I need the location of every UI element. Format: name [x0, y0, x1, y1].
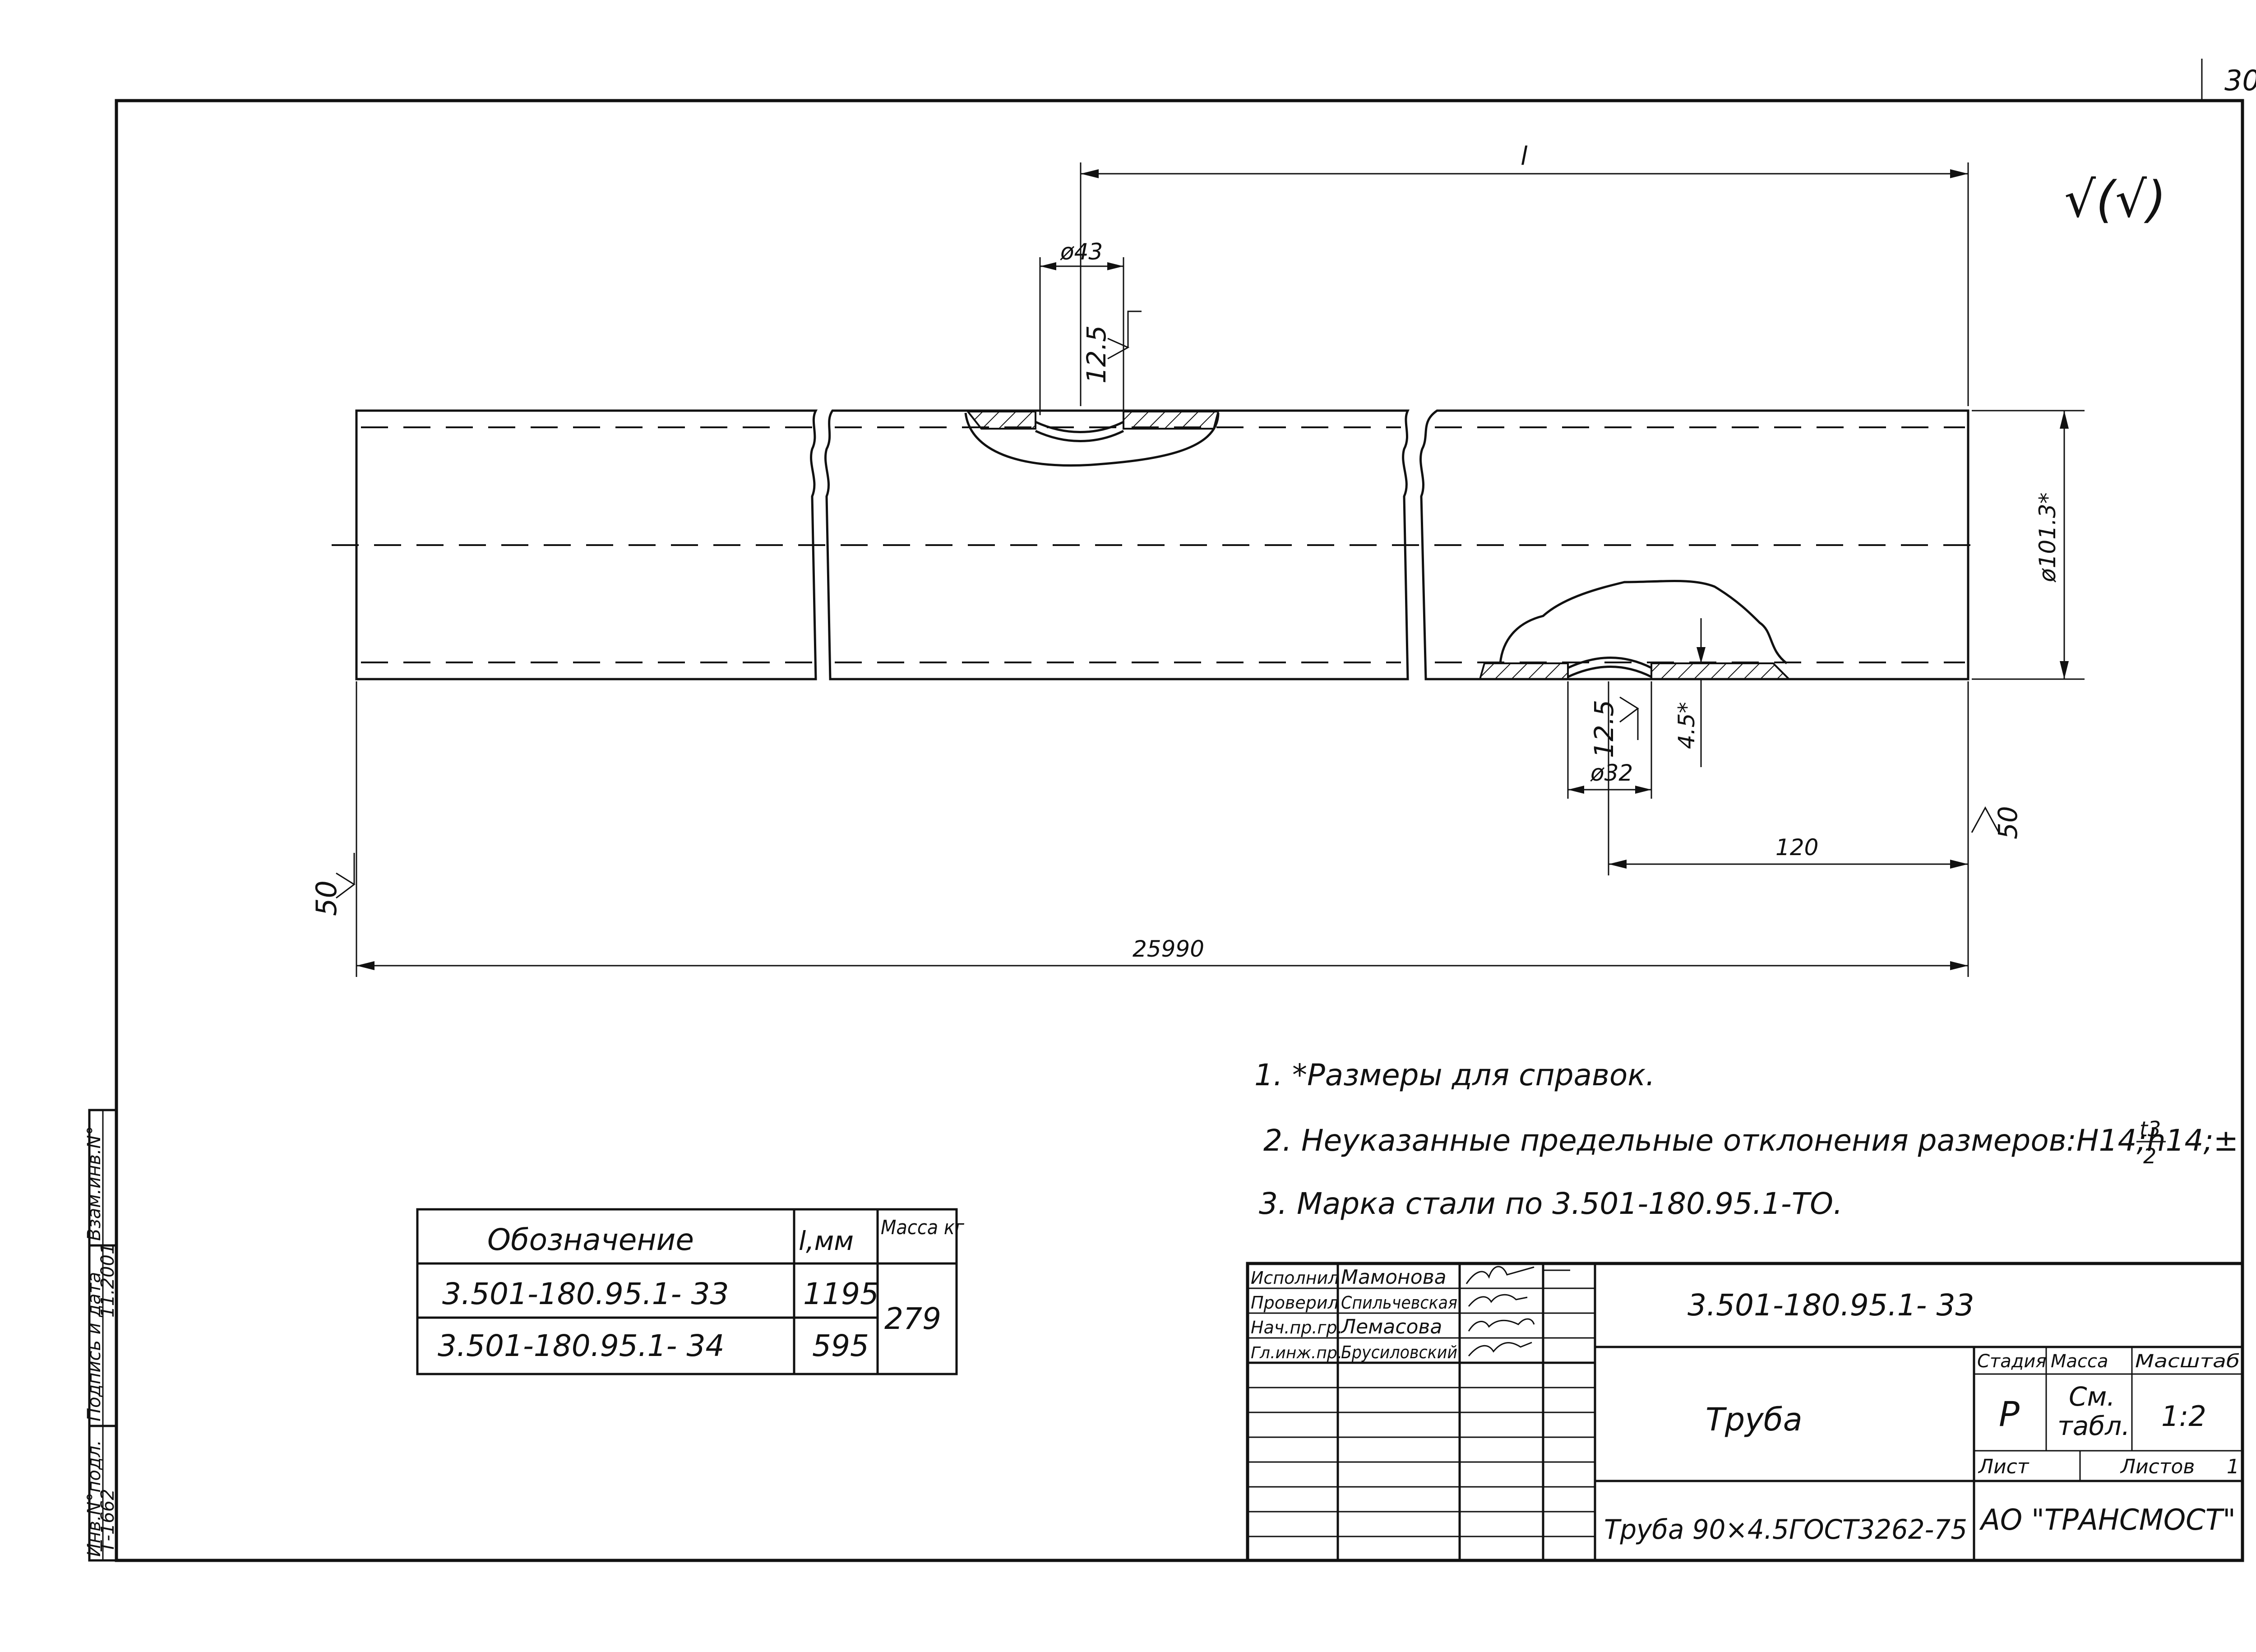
- bottom-hole-edge-lower: [1567, 666, 1652, 678]
- side-stamp-inv-number: Т-1662: [97, 1489, 118, 1552]
- pipe-segment-left: [355, 409, 818, 680]
- pipe-segment-right: [1419, 409, 1969, 680]
- side-stamp-label-sign: Подпись и дата: [84, 1272, 105, 1421]
- top-hole-edge-upper: [1035, 421, 1124, 433]
- tb-name-1: Мамонова: [1341, 1266, 1447, 1289]
- side-stamp-label-inv: Инв.N°подл.: [84, 1440, 105, 1557]
- drawing-frame: [115, 99, 2244, 1562]
- bottom-hole-hatch-left: [1479, 662, 1569, 680]
- note-2: 2. Неуказанные предельные отклонения раз…: [1263, 1123, 2238, 1158]
- title-block: Исполнил Проверил Нач.пр.гр. Гл.инж.пр. …: [1246, 1262, 2244, 1562]
- tb-scale-label: Масштаб: [2135, 1351, 2240, 1372]
- pipe-view: [332, 409, 1976, 680]
- bottom-hole-edge-upper: [1567, 657, 1652, 669]
- spec-header-length: l,мм: [799, 1226, 854, 1256]
- roughness-left-value: 50: [310, 880, 343, 916]
- tb-mass-value-1: См.: [2069, 1381, 2115, 1412]
- dimensions: l ø43 12.5 ø101.3* 4.5* 12.5 ø32: [310, 142, 2085, 977]
- roughness-left-symbol: [336, 853, 356, 899]
- tb-role-4: Гл.инж.пр.: [1251, 1344, 1342, 1362]
- roughness-right-value: 50: [1992, 806, 2023, 839]
- notes: 1. *Размеры для справок. 2. Неуказанные …: [1254, 1058, 2238, 1221]
- top-hole-breakout: [964, 412, 1220, 467]
- tb-material: Труба 90×4.5ГОСТ3262-75: [1604, 1514, 1967, 1546]
- tb-mass-label: Масса: [2051, 1351, 2108, 1372]
- pipe-segment-middle: [824, 409, 1410, 680]
- roughness-top-value: 12.5: [1081, 325, 1112, 384]
- tb-name-2: Спильчевская: [1341, 1293, 1457, 1313]
- tb-name-4: Брусиловский: [1341, 1342, 1457, 1362]
- roughness-right-symbol: [1971, 806, 2000, 833]
- spec-table: Обозначение l,мм Масса кг 3.501-180.95.1…: [416, 1208, 965, 1375]
- dim-d43-label: ø43: [1060, 239, 1103, 265]
- dim-l-label: l: [1521, 142, 1528, 171]
- tb-sheets-label: Листов: [2120, 1455, 2195, 1478]
- note-1: 1. *Размеры для справок.: [1254, 1058, 1655, 1092]
- tb-role-2: Проверил: [1251, 1293, 1339, 1313]
- spec-table-border: [416, 1208, 958, 1375]
- tb-role-1: Исполнил: [1251, 1268, 1339, 1288]
- spec-row-2-length: 595: [812, 1328, 869, 1363]
- spec-row-2-designation: 3.501-180.95.1- 34: [438, 1328, 724, 1363]
- sheet-number: 30: [2224, 64, 2256, 97]
- dim-depth-label: 4.5*: [1674, 702, 1700, 749]
- side-stamp-date: 11.2001: [97, 1243, 118, 1318]
- side-stamp-label-replace: Взам.инв.N°: [84, 1126, 105, 1241]
- dim-depth-arrow: [1697, 647, 1706, 663]
- tb-sheet-label: Лист: [1978, 1455, 2029, 1478]
- signature-2: [1468, 1294, 1528, 1307]
- top-hole-edge-lower: [1035, 430, 1124, 442]
- top-hole-hatch-right: [1123, 411, 1220, 430]
- top-hole-hatch-left: [966, 411, 1036, 430]
- general-roughness-mark: √(√): [2064, 171, 2166, 228]
- signature-1: [1465, 1266, 1570, 1284]
- spec-mass-value: 279: [884, 1301, 941, 1336]
- tb-organization: АО "ТРАНСМОСТ": [1979, 1504, 2236, 1537]
- signature-4: [1468, 1342, 1532, 1356]
- tb-role-3: Нач.пр.гр.: [1251, 1318, 1343, 1337]
- note-2-fraction-denominator: 2: [2143, 1144, 2156, 1168]
- tb-stage-value: Р: [1999, 1394, 2020, 1434]
- dim-total-label: 25990: [1133, 936, 1204, 962]
- note-3: 3. Марка стали по 3.501-180.95.1-ТО.: [1259, 1186, 1843, 1221]
- spec-header-designation: Обозначение: [487, 1222, 694, 1257]
- dim-od-label: ø101.3*: [2034, 492, 2061, 583]
- tb-name-3: Лемасова: [1340, 1315, 1442, 1338]
- roughness-bottom-value: 12.5: [1589, 700, 1619, 758]
- side-stamp: Инв.N°подл. Подпись и дата Взам.инв.N° Т…: [84, 1109, 118, 1562]
- roughness-top-symbol: [1107, 310, 1142, 360]
- tb-title: Труба: [1706, 1401, 1803, 1438]
- tb-scale-value: 1:2: [2161, 1400, 2206, 1433]
- note-2-fraction-numerator: t3: [2140, 1117, 2161, 1141]
- dim-120-label: 120: [1775, 834, 1818, 861]
- signature-3: [1468, 1318, 1535, 1332]
- tb-sheets-count: 1: [2227, 1455, 2239, 1478]
- tb-stage-label: Стадия: [1977, 1351, 2046, 1372]
- bottom-hole-breakout: [1499, 580, 1788, 664]
- spec-row-1-length: 1195: [803, 1277, 879, 1311]
- spec-header-mass: Масса кг: [881, 1216, 965, 1239]
- spec-row-1-designation: 3.501-180.95.1- 33: [442, 1277, 729, 1311]
- tb-mass-value-2: табл.: [2057, 1411, 2130, 1441]
- tb-doc-code: 3.501-180.95.1- 33: [1687, 1288, 1974, 1323]
- roughness-bottom-symbol: [1619, 696, 1639, 740]
- bottom-hole-hatch-right: [1650, 662, 1791, 680]
- dim-d32-label: ø32: [1590, 760, 1633, 786]
